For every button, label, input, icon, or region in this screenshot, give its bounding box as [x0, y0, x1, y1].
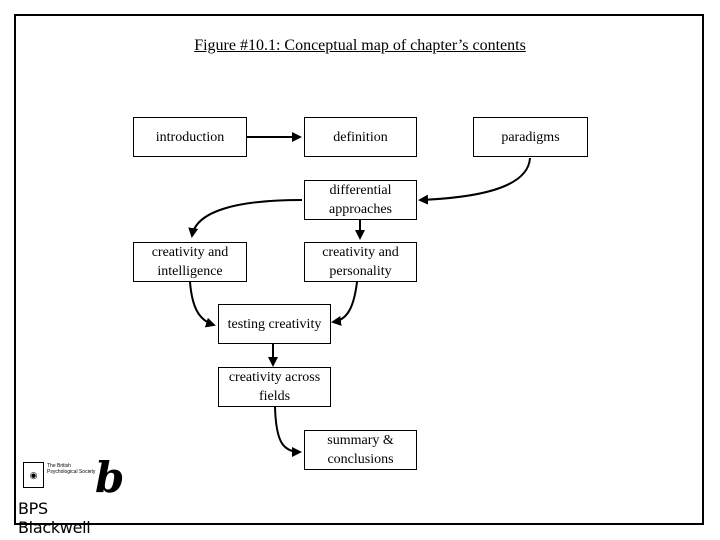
blackwell-b-mark: b	[95, 453, 125, 502]
node-definition: definition	[304, 117, 417, 157]
arrow-personality-to-testing	[331, 281, 358, 326]
society-name: The British Psychological Society	[47, 463, 96, 475]
node-introduction: introduction	[133, 117, 247, 157]
figure-frame	[14, 14, 704, 525]
logo-brand-name: BPS Blackwell	[18, 499, 91, 537]
node-creativity-and-personality: creativity and personality	[304, 242, 417, 282]
figure-title: Figure #10.1: Conceptual map of chapter’…	[194, 37, 526, 54]
bps-blackwell-logo: ◉ The British Psychological Society b BP…	[17, 453, 124, 537]
node-testing-creativity: testing creativity	[218, 304, 331, 344]
arrow-differential-to-intelligence	[188, 199, 303, 238]
node-paradigms: paradigms	[473, 117, 588, 157]
arrow-fields-to-summary	[274, 406, 302, 457]
arrow-paradigms-to-differential	[418, 157, 531, 205]
society-seal-icon: ◉	[23, 462, 44, 488]
node-summary-and-conclusions: summary & conclusions	[304, 430, 417, 470]
node-creativity-across-fields: creativity across fields	[218, 367, 331, 407]
node-differential-approaches: differential approaches	[304, 180, 417, 220]
arrow-intelligence-to-testing	[189, 281, 216, 328]
node-creativity-and-intelligence: creativity and intelligence	[133, 242, 247, 282]
